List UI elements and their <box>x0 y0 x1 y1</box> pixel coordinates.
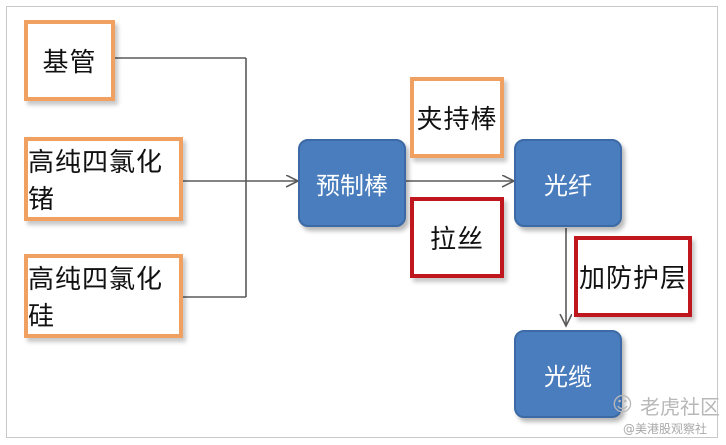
node-preform-label: 预制棒 <box>316 171 388 200</box>
watermark-handle: @美港股观察社 <box>623 422 708 436</box>
input-silicon-tetrachloride: 高纯四氯化硅 <box>24 254 183 338</box>
protective-layer-label: 加防护层 <box>578 264 687 294</box>
clamp-rod-box: 夹持棒 <box>410 77 504 158</box>
node-preform: 预制棒 <box>298 139 406 227</box>
protective-layer-box: 加防护层 <box>574 236 692 317</box>
tiger-logo-icon: ☺ <box>612 392 633 416</box>
input-base-tube: 基管 <box>24 20 115 101</box>
watermark-title: 老虎社区 <box>640 395 720 419</box>
clamp-rod-label: 夹持棒 <box>416 105 498 135</box>
drawing-box: 拉丝 <box>410 197 504 278</box>
input-germanium-tetrachloride: 高纯四氯化锗 <box>24 137 183 221</box>
node-cable-label: 光缆 <box>544 362 592 391</box>
node-cable: 光缆 <box>514 330 622 418</box>
input-germanium-tetrachloride-label: 高纯四氯化锗 <box>28 148 164 215</box>
node-fiber-label: 光纤 <box>544 171 592 200</box>
input-base-tube-label: 基管 <box>42 48 97 78</box>
node-fiber: 光纤 <box>514 139 622 227</box>
input-silicon-tetrachloride-label: 高纯四氯化硅 <box>28 265 164 332</box>
drawing-label: 拉丝 <box>429 225 484 255</box>
